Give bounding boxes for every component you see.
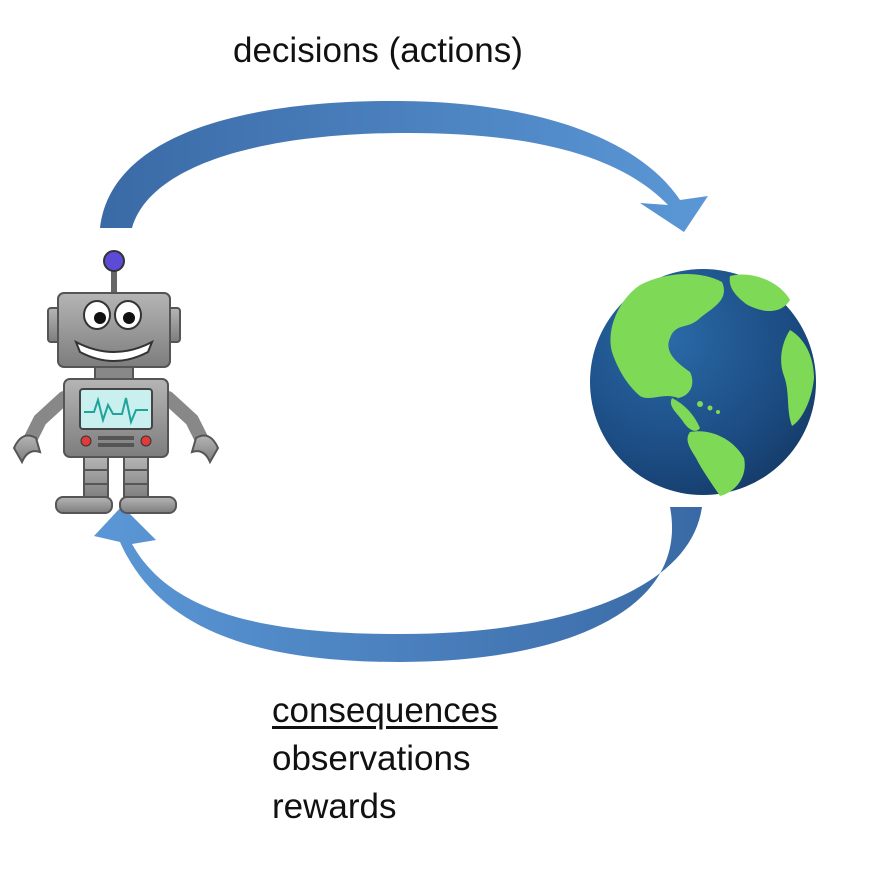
decisions-arrow	[100, 100, 708, 232]
consequences-arrow	[94, 506, 702, 662]
decisions-actions-label: decisions (actions)	[233, 31, 523, 70]
earth-globe-icon	[590, 269, 816, 496]
consequences-heading: consequences	[272, 691, 498, 730]
rewards-label: rewards	[272, 787, 397, 826]
consequences-label-group: consequences observations rewards	[272, 687, 498, 831]
robot-icon	[12, 250, 220, 514]
observations-label: observations	[272, 739, 471, 778]
